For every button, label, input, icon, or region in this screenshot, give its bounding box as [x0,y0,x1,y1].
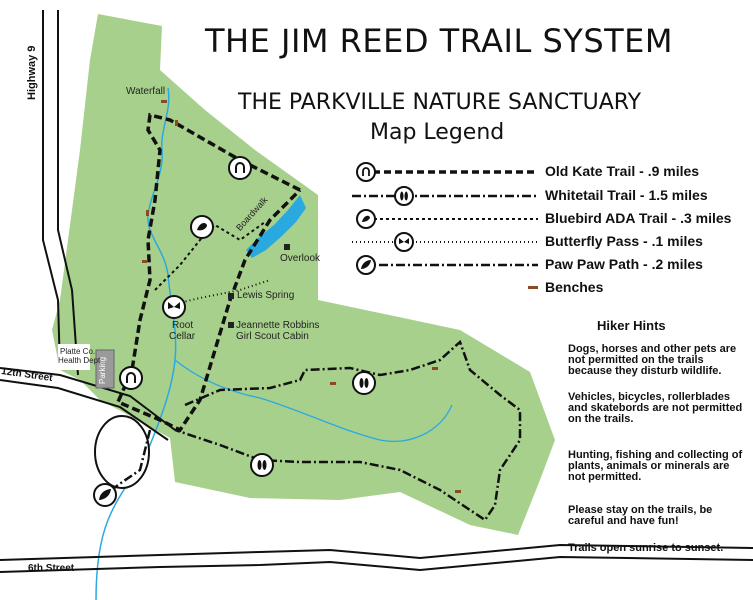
waterfall-label: Waterfall [126,86,166,97]
highway-9-road [42,10,61,371]
legend-heading: Map Legend [370,120,505,145]
loop-road [94,415,150,489]
bench-marker [528,286,538,289]
legend-row-pawpaw: Paw Paw Path - .2 miles [348,255,718,275]
cabin-label-2: Girl Scout Cabin [236,331,309,342]
legend-label: Whitetail Trail - 1.5 miles [545,187,708,203]
legend-label: Paw Paw Path - .2 miles [545,256,703,272]
highway-9-label: Highway 9 [26,45,38,100]
overlook-label: Overlook [280,253,321,264]
bench [330,382,336,385]
parking-lot [95,349,115,389]
cabin-marker [228,322,234,328]
legend-label: Bluebird ADA Trail - .3 miles [545,210,732,226]
old-kate-trail [115,112,302,433]
horseshoe-icon [119,366,143,390]
legend-row-bluebird: Bluebird ADA Trail - .3 miles [348,209,731,229]
whitetail-trail [174,339,522,522]
hiker-hints-title: Hiker Hints [597,318,666,333]
root-cellar-label-1: Root [172,320,194,331]
legend-row-whitetail: Whitetail Trail - 1.5 miles [348,186,718,206]
twelfth-street-road-edge [0,379,169,441]
bench [161,100,167,103]
parking-label: Parking [98,356,107,384]
map-title: THE JIM REED TRAIL SYSTEM [205,22,673,60]
leaf-icon [356,255,376,275]
hint-item: Dogs, horses and other pets are not perm… [568,343,737,377]
legend-row-benches: Benches [348,278,718,298]
bluebird-ada-trail [154,221,266,291]
butterfly-icon [394,232,414,252]
bench [175,120,178,126]
leaf-icon [93,483,117,507]
root-cellar-label-2: Cellar [169,331,196,342]
deer-track-icon [352,371,376,395]
bench [455,490,461,493]
pond [246,195,306,258]
cabin-label-1: Jeannette Robbins [236,320,320,331]
bird-icon [190,215,214,239]
lewis-spring-label: Lewis Spring [237,290,295,301]
map-subtitle: THE PARKVILLE NATURE SANCTUARY [238,90,642,115]
bird-icon [356,209,376,229]
lewis-spring-marker [228,293,234,299]
bench [432,367,438,370]
stream-branch [174,359,453,442]
legend-label: Butterfly Pass - .1 miles [545,233,703,249]
legend-row-old-kate: Old Kate Trail - .9 miles [348,162,718,182]
sixth-street-road [0,543,753,561]
park-area [52,14,555,535]
health-dept-label-2: Health Dept. [58,356,103,365]
hint-item: Hunting, fishing and collecting of plant… [568,449,743,483]
stream [95,87,177,600]
twelfth-street-road [0,367,176,431]
legend-row-butterfly: Butterfly Pass - .1 miles [348,232,718,252]
deer-track-icon [250,453,274,477]
hint-item: Trails open sunrise to sunset. [568,542,724,554]
sixth-street-road-edge [0,555,753,573]
bench [146,210,149,216]
hint-item: Vehicles, bicycles, rollerblades and ska… [568,391,743,425]
deer-track-icon [394,186,414,206]
health-dept-building [58,344,90,370]
highway-9-road-edge [57,10,79,376]
bench-markers [142,100,461,493]
horseshoe-icon [356,162,376,182]
sixth-street-label: 6th Street [28,563,75,574]
horseshoe-icon [228,156,252,180]
butterfly-icon [162,295,186,319]
hint-item: Please stay on the trails, be careful an… [568,504,713,527]
legend-label: Old Kate Trail - .9 miles [545,163,700,179]
bench [142,260,147,263]
overlook-marker [284,244,290,250]
health-dept-label-1: Platte Co. [60,347,96,356]
legend-label: Benches [545,279,604,295]
